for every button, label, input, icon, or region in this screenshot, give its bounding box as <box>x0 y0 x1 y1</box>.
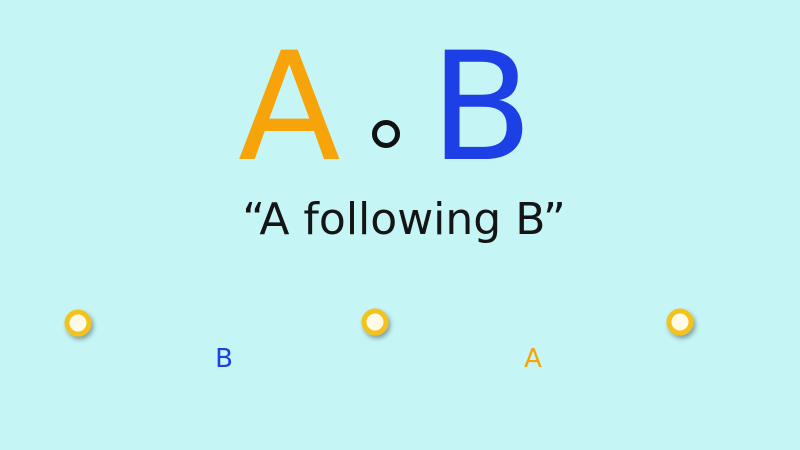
letter-a: A <box>238 21 341 195</box>
composition-heading: A B <box>0 28 800 188</box>
letter-b: B <box>430 21 533 195</box>
middle-node <box>361 308 389 336</box>
start-node <box>64 309 92 337</box>
composition-caption: “A following B” <box>242 194 566 245</box>
segment-a-label: A <box>524 344 542 374</box>
segment-b-label: B <box>215 344 233 374</box>
composition-ring-icon <box>372 120 400 148</box>
end-node <box>666 308 694 336</box>
